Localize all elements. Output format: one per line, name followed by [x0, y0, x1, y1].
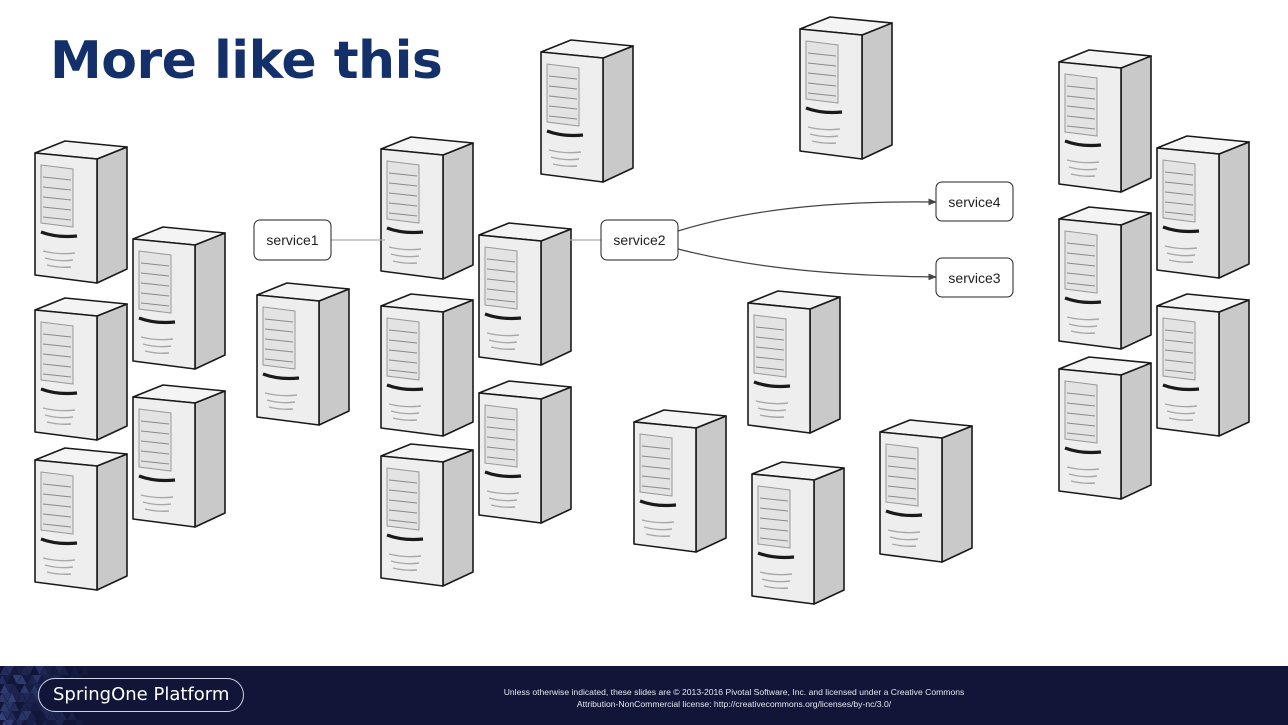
license-line-2: Attribution-NonCommercial license: http:… — [576, 699, 892, 709]
server-icon — [1057, 355, 1153, 501]
server-icon — [632, 408, 728, 554]
server-icon — [1057, 48, 1153, 194]
springone-platform-logo: SpringOne Platform — [38, 678, 245, 712]
service2-node: service2 — [600, 219, 679, 261]
license-line-1: Unless otherwise indicated, these slides… — [503, 687, 965, 697]
architecture-diagram: service1 service2 service4 service3 — [33, 15, 1251, 606]
service1-label: service1 — [266, 232, 318, 248]
service2-label: service2 — [613, 232, 665, 248]
server-icon — [379, 442, 475, 588]
server-icon — [33, 139, 129, 285]
service1-node: service1 — [253, 219, 332, 261]
server-icon — [878, 418, 974, 564]
server-icon — [379, 135, 475, 281]
arrow-service2-service4 — [677, 198, 937, 232]
server-icon — [1155, 292, 1251, 438]
server-icon — [379, 292, 475, 438]
license-text: Unless otherwise indicated, these slides… — [330, 686, 1138, 710]
server-icon — [255, 281, 351, 427]
slide-title: More like this — [50, 31, 443, 91]
server-icon — [477, 379, 573, 525]
arrow-service2-service3 — [677, 248, 937, 281]
service4-label: service4 — [948, 194, 1000, 210]
server-icon — [33, 446, 129, 592]
service3-label: service3 — [948, 270, 1000, 286]
server-icon — [131, 383, 227, 529]
server-icon — [477, 221, 573, 367]
server-icon — [746, 289, 842, 435]
server-icon — [539, 38, 635, 184]
server-icon — [1057, 205, 1153, 351]
server-icon — [131, 225, 227, 371]
server-icon — [750, 460, 846, 606]
service4-node: service4 — [935, 181, 1014, 222]
service3-node: service3 — [935, 257, 1014, 298]
footer-bar: SpringOne Platform Unless otherwise indi… — [0, 666, 1288, 725]
server-icon — [33, 296, 129, 442]
server-icon — [798, 15, 894, 161]
server-icon — [1155, 134, 1251, 280]
